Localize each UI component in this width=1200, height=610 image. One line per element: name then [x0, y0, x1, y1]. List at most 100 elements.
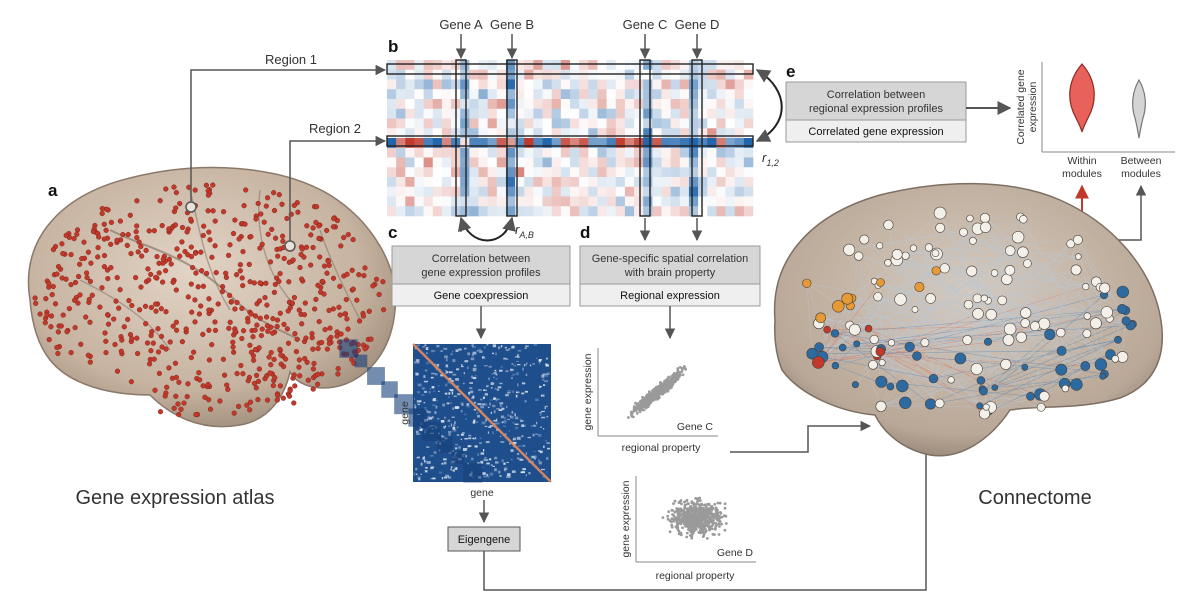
matrix-speck — [456, 368, 460, 371]
sample-dot — [184, 394, 190, 400]
sample-dot — [101, 236, 107, 242]
heatmap-cell — [387, 186, 397, 197]
heatmap-cell — [441, 147, 452, 158]
scatter-point — [691, 531, 695, 535]
matrix-speck — [525, 373, 528, 376]
heatmap-cell — [661, 128, 671, 139]
matrix-speck — [429, 387, 431, 390]
sample-dot — [206, 397, 212, 403]
heatmap-cell — [496, 69, 507, 80]
heatmap-cell — [643, 128, 653, 139]
sample-dot — [134, 235, 140, 241]
heatmap-cell — [487, 99, 498, 110]
scatter-point — [695, 523, 698, 527]
node — [875, 375, 888, 388]
sample-dot — [335, 366, 341, 372]
edge — [976, 298, 985, 369]
sample-dot — [66, 306, 73, 312]
heatmap-cell — [661, 167, 671, 178]
matrix-speck — [525, 452, 527, 455]
scatter-point — [711, 532, 715, 536]
sample-dot — [129, 336, 135, 342]
heatmap-cell — [698, 89, 708, 100]
sample-dot — [335, 371, 341, 377]
scatter-point — [630, 412, 634, 415]
matrix-speck — [429, 455, 434, 457]
scatter-point — [656, 385, 660, 389]
scatter-point — [679, 522, 683, 526]
heatmap-cell — [743, 138, 754, 149]
matrix-speck — [472, 369, 476, 372]
matrix-speck — [468, 437, 472, 440]
matrix-speck — [452, 426, 456, 430]
matrix-speck — [434, 411, 437, 414]
heatmap-cell — [515, 138, 525, 149]
matrix-speck — [511, 345, 515, 349]
sample-dot — [171, 405, 177, 411]
heatmap-cell — [478, 147, 488, 158]
sample-dot — [190, 265, 196, 271]
matrix-speck — [463, 382, 465, 385]
matrix-speck — [493, 382, 495, 385]
sample-dot — [160, 279, 166, 285]
heatmap-cell — [597, 118, 607, 129]
heatmap-cell — [505, 206, 516, 217]
scatter-point — [718, 516, 722, 520]
violin-plot: Correlated gene expression Within module… — [1015, 62, 1175, 180]
heatmap-cell — [570, 60, 580, 71]
sample-dot — [292, 383, 298, 389]
edge — [822, 356, 934, 379]
heatmap-cell — [505, 79, 516, 90]
matrix-speck — [425, 466, 428, 469]
heatmap-cell — [670, 89, 681, 100]
scatter-point — [677, 375, 681, 378]
sample-dot — [265, 195, 271, 201]
sample-dot — [96, 234, 102, 240]
heatmap-cell — [606, 69, 617, 80]
sample-dot — [349, 267, 355, 273]
heatmap-cell — [679, 118, 690, 129]
scatter-point — [666, 514, 670, 518]
heatmap-cell — [487, 108, 498, 119]
node — [979, 221, 992, 233]
edge — [1027, 263, 1123, 310]
scatter-point — [692, 503, 696, 507]
node — [1039, 390, 1050, 402]
node — [876, 278, 885, 287]
heatmap-cell — [405, 89, 415, 100]
violin-cat1-line1: Within — [1067, 155, 1096, 167]
node — [848, 323, 861, 336]
matrix-speck — [495, 399, 498, 402]
matrix-speck — [472, 421, 476, 424]
edge — [896, 259, 1101, 288]
matrix-speck — [416, 475, 421, 479]
heatmap-cell — [570, 99, 580, 110]
heatmap-cell — [405, 99, 415, 110]
sample-dot — [184, 229, 190, 235]
sample-dot — [135, 249, 141, 255]
heatmap-cell — [423, 177, 434, 188]
sample-dot — [148, 271, 154, 278]
matrix-speck — [476, 350, 479, 352]
heatmap-cell — [469, 196, 479, 207]
matrix-speck — [463, 413, 467, 416]
heatmap-cell — [405, 196, 415, 207]
node — [962, 334, 973, 345]
sample-dot — [108, 219, 115, 226]
heatmap-cell — [734, 147, 745, 158]
matrix-speck — [521, 382, 526, 385]
matrix-speck — [539, 413, 542, 416]
matrix-speck — [483, 389, 485, 391]
scatter-point — [652, 394, 656, 398]
heatmap-cell — [606, 118, 617, 129]
heatmap-cell — [515, 118, 525, 129]
sample-dot — [344, 316, 350, 322]
heatmap-cell — [405, 69, 415, 80]
matrix-speck — [505, 394, 509, 397]
matrix-module-block — [381, 381, 398, 398]
scatter-point — [673, 499, 677, 503]
heatmap-cell — [487, 147, 498, 158]
matrix-speck — [495, 374, 498, 376]
scatter-point — [681, 526, 684, 530]
heatmap-cell — [524, 128, 534, 139]
